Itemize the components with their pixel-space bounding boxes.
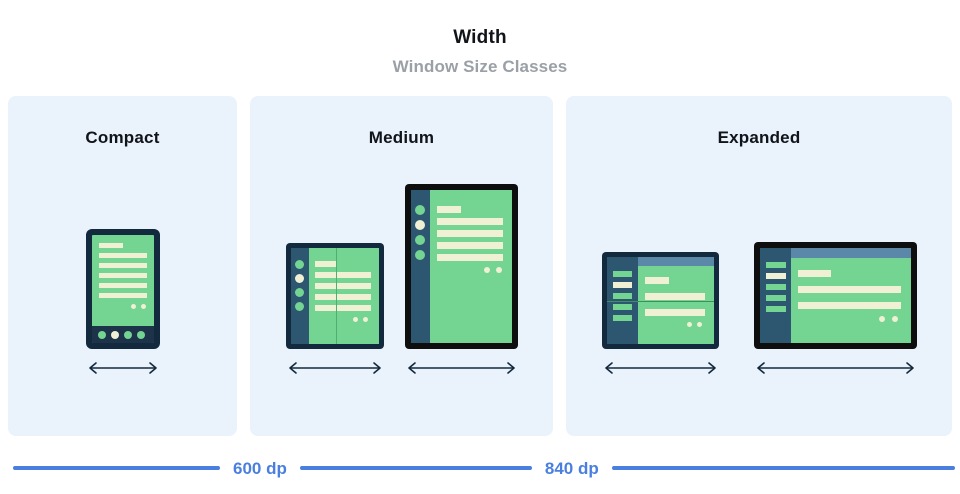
app-top-bar xyxy=(790,248,911,258)
width-arrow-icon xyxy=(88,362,157,374)
page-subtitle: Window Size Classes xyxy=(392,57,568,76)
breakpoint-scale: 600 dp 840 dp xyxy=(0,452,960,484)
foldable-screen xyxy=(290,248,379,344)
size-class-panels: Compact xyxy=(8,96,952,436)
app-top-bar xyxy=(637,257,714,266)
width-arrow-icon xyxy=(604,362,716,374)
panel-medium: Medium xyxy=(250,96,553,436)
fold-crease xyxy=(335,248,337,344)
device-stage-expanded xyxy=(566,176,952,376)
width-arrow-icon xyxy=(288,362,381,374)
tablet-landscape-screen xyxy=(759,248,911,343)
foldable-landscape-screen xyxy=(606,257,714,344)
panel-label-medium: Medium xyxy=(368,128,435,147)
panel-label-compact: Compact xyxy=(85,128,160,147)
foldable-frame xyxy=(285,243,384,349)
panel-label-expanded: Expanded xyxy=(717,128,801,147)
fold-crease xyxy=(606,301,714,302)
page-title: Width xyxy=(453,27,507,48)
phone-nav-bar xyxy=(91,326,154,343)
tablet-landscape-frame xyxy=(753,242,917,349)
phone-screen xyxy=(91,235,154,343)
scale-rule-medium xyxy=(299,466,532,470)
foldable-nav-rail xyxy=(290,248,309,344)
device-stage-medium xyxy=(250,176,553,376)
device-foldable-landscape xyxy=(601,252,719,376)
device-stage-compact xyxy=(8,176,237,376)
device-phone-portrait xyxy=(85,229,160,376)
foldable-landscape-frame xyxy=(601,252,719,349)
scale-rule-compact xyxy=(13,466,220,470)
tablet-nav-rail xyxy=(410,190,430,343)
breakpoint-label-600: 600 dp xyxy=(233,458,287,478)
scale-rule-expanded xyxy=(611,466,955,470)
width-arrow-icon xyxy=(407,362,515,374)
panel-compact: Compact xyxy=(8,96,237,436)
tablet-screen xyxy=(410,190,512,343)
device-tablet-landscape xyxy=(753,242,917,376)
panel-expanded: Expanded xyxy=(566,96,952,436)
tablet-frame xyxy=(404,184,518,349)
tablet-landscape-nav-rail xyxy=(759,248,791,343)
device-foldable-portrait xyxy=(285,243,384,376)
width-arrow-icon xyxy=(756,362,914,374)
diagram-header: Width Window Size Classes xyxy=(0,0,960,79)
breakpoint-label-840: 840 dp xyxy=(544,458,599,478)
phone-frame xyxy=(85,229,160,349)
foldable-landscape-nav-rail xyxy=(606,257,638,344)
device-tablet-portrait xyxy=(404,184,518,376)
